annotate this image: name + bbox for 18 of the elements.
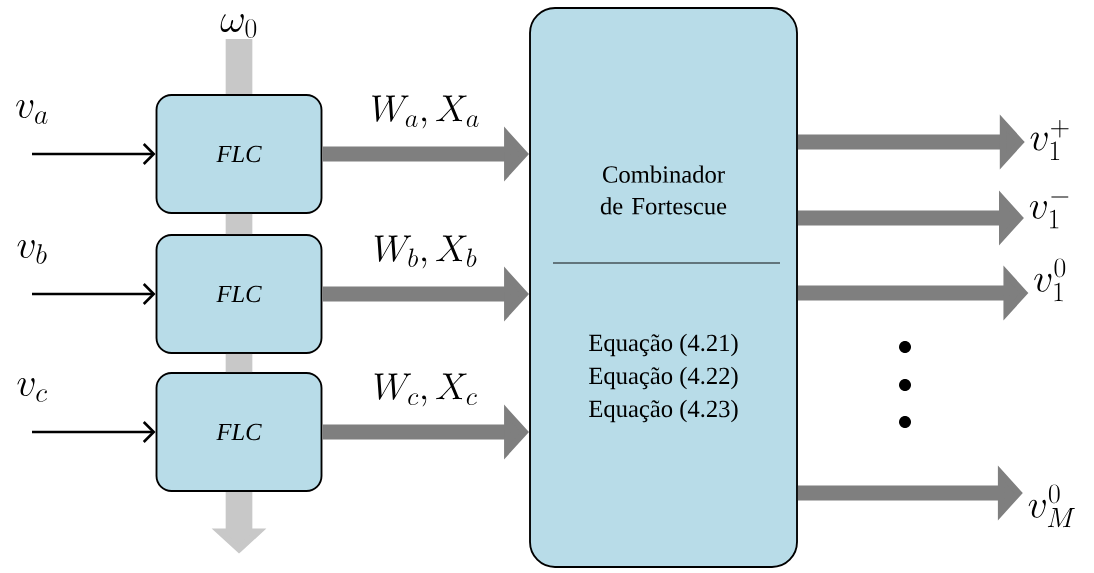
edge-label: $W_{c},X_{c}$ xyxy=(371,372,479,408)
combiner-box: Combinador de Fortescue Equação (4.21) Equação (4.22) Equação (4.23) xyxy=(529,7,798,568)
input-label: $v_{a}$ xyxy=(16,100,48,124)
arrow xyxy=(32,283,156,305)
output-label: $v_{1}^{-}$ xyxy=(1029,196,1069,229)
input-label: $v_{c}$ xyxy=(17,378,47,402)
edge-label: $W_{b},X_{b}$ xyxy=(371,234,479,270)
flc-box: FLC xyxy=(155,372,323,492)
flc-box: FLC xyxy=(155,94,323,214)
edge-label: $W_{a},X_{a}$ xyxy=(369,94,482,130)
output-label: $v_{M}^{0}$ xyxy=(1028,484,1075,528)
arrow xyxy=(32,421,156,443)
flc-box: FLC xyxy=(155,234,323,354)
input-label: $v_{b}$ xyxy=(17,240,47,264)
frequency-label: $\omega_{0}$ xyxy=(220,14,257,38)
output-label: $v_{1}^{0}$ xyxy=(1034,258,1066,302)
arrow xyxy=(32,143,156,165)
output-label: $v_{1}^{+}$ xyxy=(1030,120,1069,160)
